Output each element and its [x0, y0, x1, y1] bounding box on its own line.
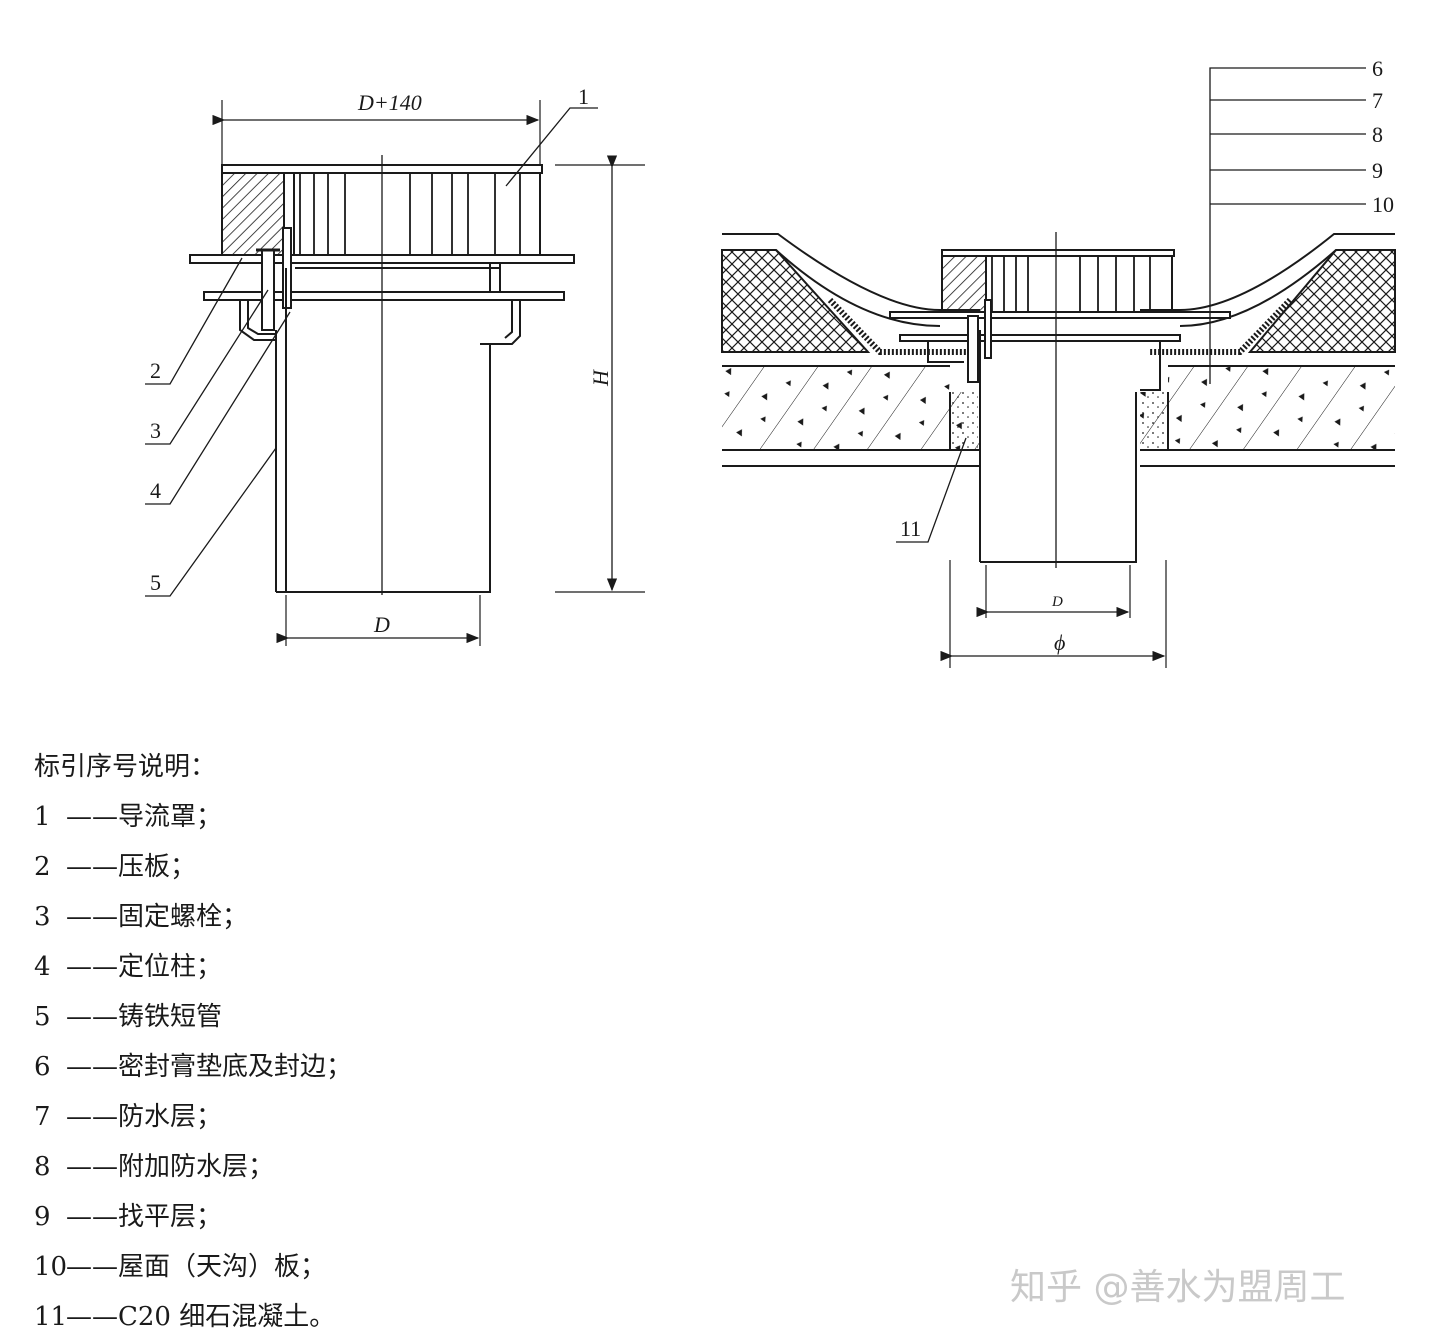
callout-7: 7	[1372, 88, 1383, 113]
right-section-view	[721, 67, 1396, 668]
callout-11: 11	[900, 516, 921, 541]
dim-right-diameter: D	[1051, 594, 1063, 610]
callout-3: 3	[150, 418, 161, 443]
legend-item-text: ——找平层；	[66, 1202, 223, 1232]
dim-phi: ϕ	[1054, 630, 1065, 655]
legend-item: 8 ——附加防水层；	[34, 1142, 352, 1192]
callout-labels: 1 2 3 4 5 6 7 8 9 10 11	[150, 56, 1394, 595]
callout-1: 1	[578, 84, 589, 109]
legend-item-text: ——屋面（天沟）板；	[66, 1252, 327, 1282]
legend-item: 3 ——固定螺栓；	[34, 892, 352, 942]
legend-item: 6 ——密封膏垫底及封边；	[34, 1042, 352, 1092]
legend-item: 10——屋面（天沟）板；	[34, 1242, 352, 1292]
watermark: 知乎 @善水为盟周工	[1010, 1267, 1346, 1308]
legend-item-number: 2	[34, 852, 51, 882]
legend-item: 2 ——压板；	[34, 842, 352, 892]
legend-item-number: 11	[34, 1302, 68, 1332]
callout-9: 9	[1372, 158, 1383, 183]
legend-item-number: 7	[34, 1102, 51, 1132]
dim-height: H	[588, 369, 613, 387]
callout-6: 6	[1372, 56, 1383, 81]
legend-item: 7 ——防水层；	[34, 1092, 352, 1142]
legend-item: 4 ——定位柱；	[34, 942, 352, 992]
legend-item-number: 6	[34, 1052, 51, 1082]
legend-item-text: ——防水层；	[66, 1102, 223, 1132]
legend-item-text: ——C20 细石混凝土。	[66, 1302, 336, 1332]
dim-left-diameter: D	[373, 612, 390, 637]
dim-top-width: D+140	[357, 90, 422, 115]
legend-item-number: 8	[34, 1152, 51, 1182]
legend-item-number: 1	[34, 802, 51, 832]
drain-diagram: D+140 H D D ϕ 1 2 3 4 5 6 7 8 9 10 11	[145, 56, 1396, 668]
callout-2: 2	[150, 358, 161, 383]
legend-title: 标引序号说明：	[34, 752, 217, 782]
legend-item-number: 10	[34, 1252, 68, 1282]
legend-item-text: ——密封膏垫底及封边；	[66, 1052, 353, 1082]
dimension-labels: D+140 H D D ϕ	[357, 90, 1065, 655]
legend-item-text: ——定位柱；	[66, 952, 223, 982]
legend-item-text: ——固定螺栓；	[66, 902, 249, 932]
legend-item-text: ——附加防水层；	[66, 1152, 275, 1182]
legend-item-text: ——铸铁短管	[66, 1002, 223, 1032]
callout-8: 8	[1372, 122, 1383, 147]
legend-item-text: ——导流罩；	[66, 802, 223, 832]
legend-item: 9 ——找平层；	[34, 1192, 352, 1242]
legend: 标引序号说明： 1——导流罩； 2——压板； 3——固定螺栓； 4——定位柱； …	[34, 742, 352, 1342]
legend-item-text: ——压板；	[66, 852, 197, 882]
left-section-view	[145, 100, 645, 646]
legend-item-number: 9	[34, 1202, 51, 1232]
legend-item: 11——C20 细石混凝土。	[34, 1292, 352, 1342]
legend-item: 5 ——铸铁短管	[34, 992, 352, 1042]
legend-item: 1 ——导流罩；	[34, 792, 352, 842]
callout-5: 5	[150, 570, 161, 595]
legend-item-number: 4	[34, 952, 51, 982]
callout-4: 4	[150, 478, 161, 503]
callout-10: 10	[1372, 192, 1394, 217]
legend-item-number: 3	[34, 902, 51, 932]
legend-item-number: 5	[34, 1002, 51, 1032]
